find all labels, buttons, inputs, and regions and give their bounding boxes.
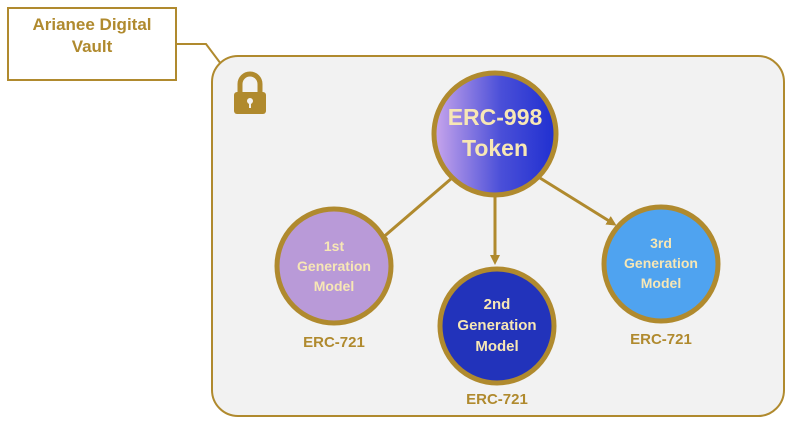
second-generation-line3: Model [475, 338, 519, 355]
first-generation-line3: Model [313, 278, 355, 294]
vault-title-line2: Vault [71, 37, 113, 56]
first-generation-line1: 1st [323, 238, 345, 254]
vault-container [211, 55, 785, 417]
third-generation-node [601, 204, 721, 324]
second-generation-standard: ERC-721 [466, 391, 528, 408]
erc998-token-node [431, 70, 559, 198]
second-generation-line2: Generation [457, 317, 537, 334]
first-generation-line2: Generation [297, 258, 371, 274]
erc998-label-line1: ERC-998 [447, 104, 543, 130]
second-generation-node [437, 266, 557, 386]
third-generation-line3: Model [640, 275, 682, 291]
arrow-to-3rd-generation [539, 176, 617, 226]
vault-callout-box [7, 7, 177, 81]
erc998-label-line2: Token [461, 135, 529, 161]
third-generation-standard: ERC-721 [630, 331, 692, 348]
lock-icon [234, 71, 266, 114]
erc998-token-label: ERC-998 Token [435, 102, 555, 164]
vault-title-line1: Arianee Digital [32, 15, 152, 34]
third-generation-line1: 3rd [650, 235, 672, 251]
third-generation-line2: Generation [624, 255, 698, 271]
arrow-to-1st-generation [377, 176, 453, 242]
second-generation-label: 2nd Generation Model [442, 294, 552, 357]
second-generation-line1: 2nd [483, 296, 511, 313]
first-generation-node [274, 206, 394, 326]
vault-title: Arianee Digital Vault [8, 14, 176, 58]
first-generation-label: 1st Generation Model [279, 236, 389, 296]
third-generation-label: 3rd Generation Model [606, 233, 716, 293]
first-generation-standard: ERC-721 [303, 334, 365, 351]
